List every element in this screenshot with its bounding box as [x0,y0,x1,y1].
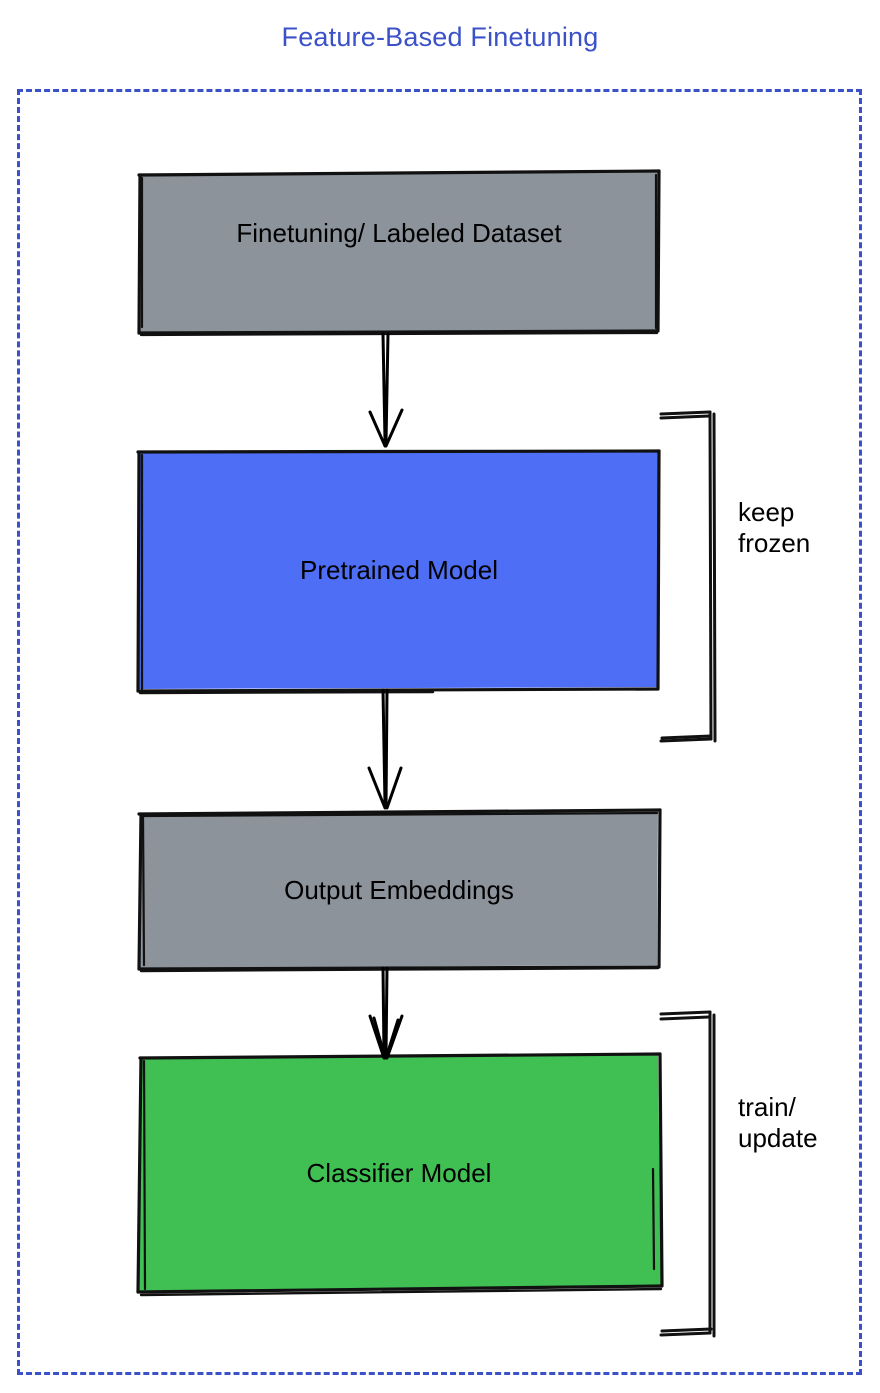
node-embeddings-label: Output Embeddings [284,874,514,905]
bracket-keep-frozen [659,410,717,743]
bracket-train-update [659,1010,716,1338]
node-pretrained[interactable]: Pretrained Model [136,449,661,695]
node-classifier-label: Classifier Model [306,1157,492,1188]
page-title: Feature-Based Finetuning [281,22,599,52]
arrow-pretrained-to-embeddings [367,688,403,810]
node-embeddings-fill [140,811,658,968]
node-dataset-label: Finetuning/ Labeled Dataset [236,218,562,248]
node-classifier[interactable]: Classifier Model [136,1052,664,1297]
node-embeddings[interactable]: Output Embeddings [137,808,662,973]
node-classifier-fill [139,1055,661,1291]
node-pretrained-label: Pretrained Model [300,555,498,585]
node-dataset[interactable]: Finetuning/ Labeled Dataset [137,169,661,337]
node-pretrained-fill [139,452,659,689]
annotation-train-update: train/ update [738,1092,818,1153]
arrow-embeddings-to-classifier [368,966,404,1060]
annotation-keep-frozen: keep frozen [738,497,811,558]
node-dataset-fill [138,171,659,333]
arrow-dataset-to-pretrained [368,332,404,448]
diagram-dashed-frame [17,89,862,1375]
